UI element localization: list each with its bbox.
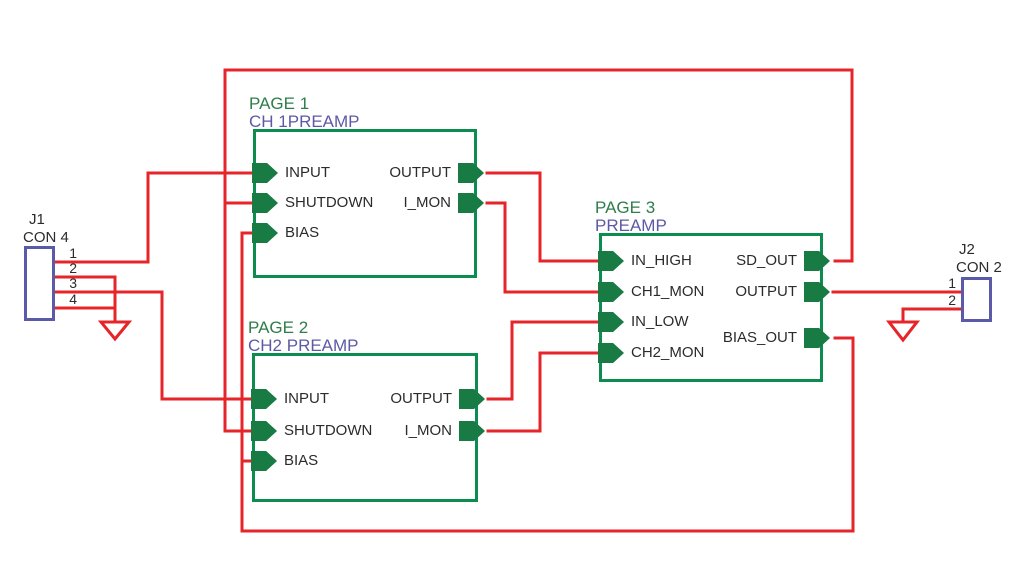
pin-label: I_MON <box>403 194 451 211</box>
pin-arrow-icon <box>251 421 277 441</box>
j2-ref-label: J2 <box>959 241 975 258</box>
pin-label: I_MON <box>404 422 452 439</box>
pin-page2-bias: BIAS <box>251 451 318 471</box>
pin-arrow-icon <box>459 389 485 409</box>
pin-arrow-icon <box>251 451 277 471</box>
pin-label: OUTPUT <box>735 283 797 300</box>
pin-arrow-icon <box>804 328 830 348</box>
pin-page1-bias: BIAS <box>252 223 319 243</box>
wire-out1-inhigh <box>485 171 601 263</box>
pin-arrow-icon <box>252 223 278 243</box>
j1-pin-number-3: 3 <box>69 275 77 291</box>
pin-page3-ch2-mon: CH2_MON <box>598 343 704 363</box>
block-page3-preamp[interactable]: PAGE 3 PREAMP IN_HIGH CH1_MON IN_LOW CH2… <box>595 199 830 382</box>
pin-label: SHUTDOWN <box>285 194 374 211</box>
j1-ref-label: J1 <box>29 211 45 228</box>
pin-arrow-icon <box>804 282 830 302</box>
pin-arrow-icon <box>459 421 485 441</box>
pin-arrow-icon <box>598 343 624 363</box>
j1-pin-number-1: 1 <box>69 245 77 261</box>
block-page2-page-label: PAGE 2 <box>248 318 309 337</box>
pin-page2-shutdown: SHUTDOWN <box>251 421 372 441</box>
j2-pin-number-2: 2 <box>948 292 956 308</box>
wire-imon2-ch2mon <box>486 351 601 433</box>
wire-j1p1-ch1-input <box>53 171 255 264</box>
block-page2-name-label: CH2 PREAMP <box>248 336 359 355</box>
pin-arrow-icon <box>251 389 277 409</box>
pin-arrow-icon <box>598 282 624 302</box>
pin-label: INPUT <box>284 390 329 407</box>
pin-page3-sd-out: SD_OUT <box>736 251 830 271</box>
connector-j1[interactable] <box>24 246 55 321</box>
pin-page1-input: INPUT <box>252 163 330 183</box>
pin-label: BIAS <box>284 452 319 469</box>
wire-bias-net <box>240 231 855 533</box>
block-page3-name-label: PREAMP <box>595 216 667 235</box>
wire-imon1-ch1mon <box>485 201 601 294</box>
pin-label: SD_OUT <box>736 252 797 269</box>
pin-arrow-icon <box>252 193 278 213</box>
pin-page2-output: OUTPUT <box>390 389 485 409</box>
pin-label: OUTPUT <box>389 164 451 181</box>
pin-label: INPUT <box>285 164 330 181</box>
block-page3-page-label: PAGE 3 <box>595 198 656 217</box>
pin-page2-i-mon: I_MON <box>404 421 485 441</box>
pin-page1-i-mon: I_MON <box>403 193 484 213</box>
block-page1-page-label: PAGE 1 <box>249 94 310 113</box>
pin-arrow-icon <box>458 193 484 213</box>
j1-pin-number-2: 2 <box>69 260 77 276</box>
pin-page3-in-high: IN_HIGH <box>598 251 692 271</box>
pin-label: CH1_MON <box>631 283 705 300</box>
ground-symbol-j1 <box>97 320 133 342</box>
wire-out2-inlow <box>486 320 601 401</box>
j2-pin-number-1: 1 <box>948 275 956 291</box>
pin-arrow-icon <box>598 251 624 271</box>
pin-arrow-icon <box>252 163 278 183</box>
connector-j2[interactable] <box>961 277 992 322</box>
j1-type-label: CON 4 <box>23 229 69 246</box>
wire-sdout-shutdown <box>223 68 854 433</box>
pin-page3-ch1-mon: CH1_MON <box>598 282 704 302</box>
pin-label: BIAS_OUT <box>722 329 797 346</box>
pin-label: SHUTDOWN <box>284 422 373 439</box>
pin-arrow-icon <box>804 251 830 271</box>
pin-page1-output: OUTPUT <box>389 163 484 183</box>
pin-page1-shutdown: SHUTDOWN <box>252 193 373 213</box>
block-page1-name-label: CH 1PREAMP <box>249 112 360 131</box>
block-page1-ch1-preamp[interactable]: PAGE 1 CH 1PREAMP INPUT SHUTDOWN BIAS OU… <box>249 95 484 278</box>
block-page2-ch2-preamp[interactable]: PAGE 2 CH2 PREAMP INPUT SHUTDOWN BIAS OU… <box>248 319 485 502</box>
pin-page3-bias-out: BIAS_OUT <box>723 328 830 348</box>
j1-pin-number-4: 4 <box>69 291 77 307</box>
j2-type-label: CON 2 <box>956 259 1002 276</box>
pin-label: IN_HIGH <box>631 252 692 269</box>
wire-j2p2-gnd <box>901 307 963 324</box>
pin-page2-input: INPUT <box>251 389 329 409</box>
pin-page3-in-low: IN_LOW <box>598 312 689 332</box>
pin-arrow-icon <box>458 163 484 183</box>
pin-page3-output: OUTPUT <box>735 282 830 302</box>
wire-j1p3-ch2-input <box>53 290 254 401</box>
pin-label: BIAS <box>285 224 320 241</box>
ground-symbol-j2 <box>885 320 921 343</box>
pin-label: CH2_MON <box>631 344 705 361</box>
pin-label: IN_LOW <box>631 313 689 330</box>
pin-label: OUTPUT <box>390 390 452 407</box>
pin-arrow-icon <box>598 312 624 332</box>
